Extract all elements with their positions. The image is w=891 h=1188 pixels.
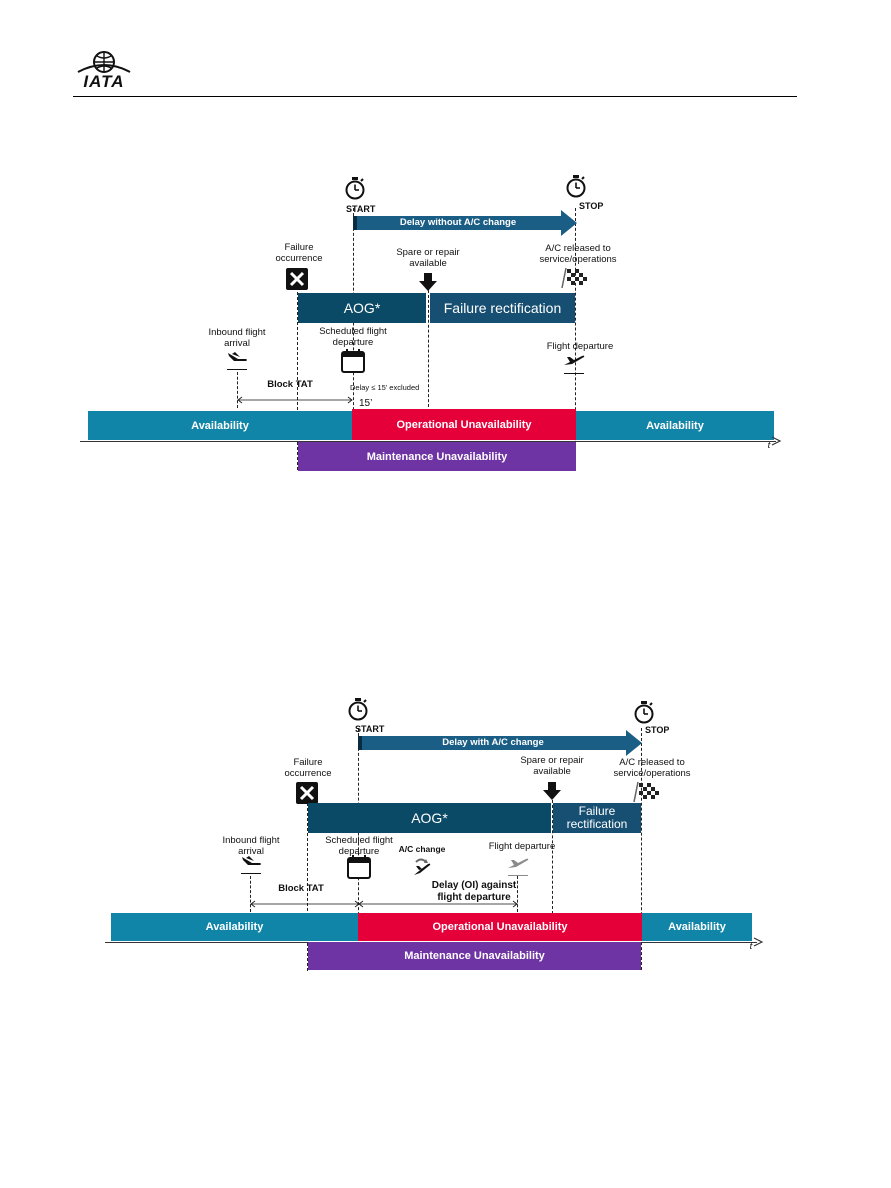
calendar-icon <box>341 349 365 373</box>
start-label: START <box>346 204 376 214</box>
iata-logo: IATA <box>74 50 134 92</box>
start-label: START <box>355 724 385 734</box>
scheduled-departure-label: Scheduled flight departure <box>325 835 393 857</box>
stopwatch-icon <box>345 177 365 200</box>
spare-available-label: Spare or repair available <box>396 247 460 269</box>
down-arrow-icon <box>543 782 561 800</box>
stop-label: STOP <box>579 201 604 211</box>
failure-guide-line <box>307 803 308 971</box>
stop-guide-line <box>641 728 642 970</box>
delay-span-arrow <box>358 900 518 908</box>
availability-right-bar: Availability <box>576 411 774 440</box>
spare-available-label: Spare or repair available <box>520 755 584 777</box>
flight-departure-label: Flight departure <box>488 841 556 852</box>
start-guide-line <box>358 728 359 940</box>
stopwatch-icon <box>566 175 586 198</box>
globe-icon <box>77 51 131 73</box>
departure-guide-line <box>517 876 518 912</box>
availability-left-bar: Availability <box>88 411 352 440</box>
axis-arrow-icon <box>771 436 782 446</box>
failure-rectification-bar: Failure rectification <box>430 293 575 323</box>
plane-takeoff-icon <box>564 355 585 365</box>
failure-x-icon <box>296 782 318 804</box>
ac-change-label: A/C change <box>398 844 446 854</box>
delay-excluded-label: Delay ≤ 15’ excluded <box>350 383 420 392</box>
delay-arrow <box>353 210 577 236</box>
checkered-flag-icon <box>633 781 659 803</box>
down-arrow-icon <box>419 273 437 291</box>
ac-released-label: A/C released to service/operations <box>539 243 617 265</box>
delay-arrow-label: Delay with A/C change <box>442 737 544 748</box>
block-tat-arrow <box>250 900 360 908</box>
delay-arrow <box>358 730 642 756</box>
inbound-guide-line <box>237 372 238 408</box>
failure-x-icon <box>286 268 308 290</box>
runway-line <box>241 873 261 874</box>
inbound-guide-line <box>250 876 251 912</box>
maintenance-unavailability-bar: Maintenance Unavailability <box>298 442 576 471</box>
delay-against-departure-label: Delay (OI) against flight departure <box>431 880 517 903</box>
failure-guide-line <box>297 292 298 470</box>
axis-t-label: t <box>749 941 753 952</box>
delay-arrow-label: Delay without A/C change <box>399 217 517 228</box>
header-rule <box>73 96 797 97</box>
block-tat-label: Block TAT <box>267 379 313 390</box>
axis-t-label: t <box>767 440 771 451</box>
failure-occurrence-label: Failure occurrence <box>275 242 323 264</box>
inbound-arrival-label: Inbound flight arrival <box>222 835 280 857</box>
fifteen-minutes-label: 15’ <box>359 398 373 409</box>
availability-right-bar: Availability <box>642 913 752 941</box>
aog-bar: AOG* <box>298 293 426 323</box>
time-axis <box>80 441 776 442</box>
checkered-flag-icon <box>561 267 587 289</box>
stop-guide-line <box>575 208 576 470</box>
axis-arrow-icon <box>753 937 764 947</box>
spare-guide-line <box>428 290 429 412</box>
scheduled-departure-label: Scheduled flight departure <box>319 326 387 348</box>
start-guide-line <box>353 208 354 440</box>
plane-takeoff-icon <box>508 858 529 868</box>
runway-line <box>508 875 528 876</box>
calendar-icon <box>347 855 371 879</box>
runway-line <box>564 373 584 374</box>
plane-landing-icon <box>228 352 247 361</box>
stopwatch-icon <box>634 701 654 724</box>
failure-rectification-bar: Failure rectification <box>553 803 641 833</box>
runway-line <box>227 369 247 370</box>
operational-unavailability-bar: Operational Unavailability <box>352 409 576 440</box>
failure-occurrence-label: Failure occurrence <box>284 757 332 779</box>
ac-released-label: A/C released to service/operations <box>613 757 691 779</box>
availability-left-bar: Availability <box>111 913 358 941</box>
block-tat-label: Block TAT <box>278 883 324 894</box>
block-tat-arrow <box>237 396 353 404</box>
logo-text: IATA <box>83 72 125 91</box>
aircraft-change-icon <box>414 858 431 875</box>
inbound-arrival-label: Inbound flight arrival <box>208 327 266 349</box>
stopwatch-icon <box>348 698 368 721</box>
operational-unavailability-bar: Operational Unavailability <box>358 913 642 941</box>
stop-label: STOP <box>645 725 670 735</box>
maintenance-unavailability-bar: Maintenance Unavailability <box>308 942 641 970</box>
plane-landing-icon <box>242 856 261 865</box>
aog-bar: AOG* <box>308 803 551 833</box>
flight-departure-label: Flight departure <box>546 341 614 352</box>
spare-guide-line <box>552 800 553 914</box>
